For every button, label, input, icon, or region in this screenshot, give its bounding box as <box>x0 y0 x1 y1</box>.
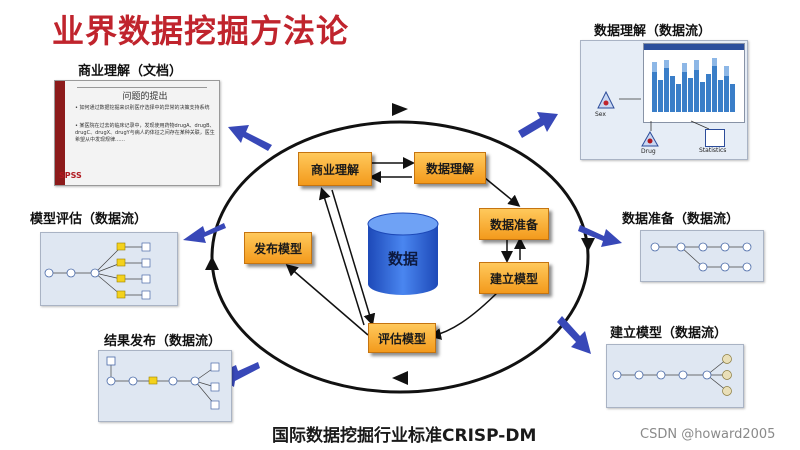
phase-label-modeling: 建立模型 <box>489 271 538 286</box>
model-eval-thumbnail[interactable] <box>40 232 178 306</box>
panel-label-business-doc: 商业理解（文档） <box>78 64 183 79</box>
window-titlebar <box>644 44 744 50</box>
outward-arrow-model-eval <box>183 223 226 243</box>
watermark: CSDN @howard2005 <box>640 427 776 442</box>
arrow-eval-to-business <box>318 187 365 326</box>
phase-label-deployment: 发布模型 <box>253 241 302 256</box>
outward-arrow-data-prep <box>578 225 622 247</box>
phase-box-data-prep[interactable]: 数据准备 <box>479 208 549 240</box>
panel-label-modeling: 建立模型（数据流） <box>610 326 728 341</box>
arrow-data-to-prep <box>484 177 521 207</box>
panel-label-result-publish: 结果发布（数据流） <box>104 334 222 349</box>
doc-bullet-2: • 某医院在过去的临床记录中，发现使用药物drugA、drugB、drugC、d… <box>75 123 215 143</box>
process-arrows <box>285 157 526 340</box>
drug-node-icon <box>641 130 659 147</box>
outward-arrow-business <box>228 125 272 151</box>
phase-box-business[interactable]: 商业理解 <box>298 152 372 186</box>
histogram-window <box>643 43 745 123</box>
doc-rule <box>77 87 207 88</box>
doc-brand: SPSS <box>59 171 82 180</box>
business-doc-thumbnail[interactable]: 问题的提出 • 如何通过数据挖掘来识别医疗选择中的异常的决策支持系统 • 某医院… <box>54 80 220 186</box>
outward-arrow-data-understanding <box>518 112 558 138</box>
arrow-business-to-eval <box>331 189 376 326</box>
result-publish-thumbnail[interactable] <box>98 350 232 422</box>
drug-node-label: Drug <box>641 148 656 155</box>
doc-heading: 问题的提出 <box>122 92 168 102</box>
panel-label-data-prep: 数据准备（数据流） <box>622 212 740 227</box>
histogram-bars <box>652 58 735 112</box>
phase-box-data-understanding[interactable]: 数据理解 <box>414 152 486 184</box>
data-cylinder-label: 数据 <box>387 250 418 268</box>
statistics-node-icon <box>705 129 725 147</box>
data-prep-thumbnail[interactable] <box>640 230 764 282</box>
ring-arrow-left <box>205 256 219 270</box>
phase-label-business: 商业理解 <box>310 162 359 177</box>
modeling-stream <box>612 354 732 396</box>
bottom-caption: 国际数据挖掘行业标准CRISP-DM <box>272 426 537 446</box>
modeling-thumbnail[interactable] <box>606 344 744 408</box>
sex-node-label: Sex <box>595 111 606 118</box>
outward-arrow-modeling <box>557 316 591 354</box>
page-title: 业界数据挖掘方法论 <box>52 12 350 50</box>
result-publish-stream <box>106 356 220 410</box>
phase-label-data-understanding: 数据理解 <box>425 161 474 176</box>
ring-arrow-bottom <box>392 371 408 385</box>
arrow-eval-to-deploy <box>285 264 369 336</box>
data-prep-stream <box>650 242 752 272</box>
phase-label-data-prep: 数据准备 <box>489 217 538 232</box>
phase-box-modeling[interactable]: 建立模型 <box>479 262 549 294</box>
doc-bullet-1: • 如何通过数据挖掘来识别医疗选择中的异常的决策支持系统 <box>75 105 210 111</box>
statistics-node-label: Statistics <box>699 147 727 154</box>
panel-label-data-understanding: 数据理解（数据流） <box>594 24 712 39</box>
model-eval-stream <box>44 242 151 300</box>
phase-label-evaluation: 评估模型 <box>377 331 426 346</box>
data-understanding-links <box>619 98 710 131</box>
data-cylinder <box>367 212 439 295</box>
ring-arrow-top <box>392 103 408 116</box>
data-understanding-thumbnail[interactable]: Sex Drug Statistics <box>580 40 748 160</box>
sex-node-icon <box>597 90 615 109</box>
phase-box-deployment[interactable]: 发布模型 <box>244 232 312 264</box>
arrow-model-to-eval <box>429 289 501 340</box>
phase-box-evaluation[interactable]: 评估模型 <box>368 323 436 353</box>
panel-label-model-eval: 模型评估（数据流） <box>30 212 148 227</box>
outward-arrows <box>183 112 622 387</box>
doc-side-stripe <box>55 81 65 185</box>
ring-arrow-right <box>581 238 595 252</box>
